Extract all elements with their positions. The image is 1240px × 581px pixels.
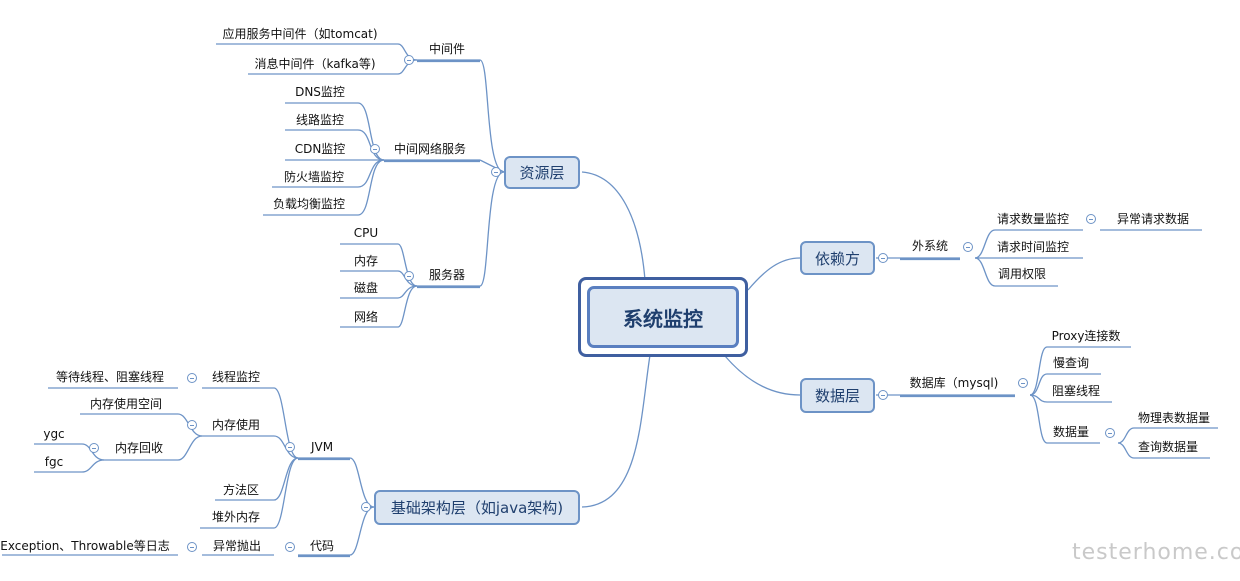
node-req-count[interactable]: 请求数量监控 <box>996 212 1070 226</box>
node-proxy[interactable]: Proxy连接数 <box>1051 329 1121 343</box>
collapse-reqcount-button[interactable] <box>1086 214 1096 224</box>
node-abnormal-req[interactable]: 异常请求数据 <box>1116 212 1190 226</box>
branch-dependency[interactable]: 依赖方 <box>800 241 875 275</box>
node-fgc[interactable]: fgc <box>44 455 64 469</box>
node-ygc[interactable]: ygc <box>43 427 65 441</box>
node-slow-query[interactable]: 慢查询 <box>1052 356 1090 370</box>
node-mem[interactable]: 内存 <box>353 254 379 268</box>
node-req-time[interactable]: 请求时间监控 <box>996 240 1070 254</box>
node-memory-space[interactable]: 内存使用空间 <box>89 397 163 411</box>
root-label: 系统监控 <box>587 286 739 348</box>
node-middleware[interactable]: 中间件 <box>428 42 466 56</box>
collapse-middleware-button[interactable] <box>404 55 414 65</box>
collapse-gc-button[interactable] <box>89 443 99 453</box>
node-cpu[interactable]: CPU <box>353 226 379 240</box>
node-physical-volume[interactable]: 物理表数据量 <box>1137 411 1211 425</box>
node-thread[interactable]: 线程监控 <box>211 370 261 384</box>
collapse-resource-button[interactable] <box>491 167 501 177</box>
node-network[interactable]: 中间网络服务 <box>393 142 467 156</box>
node-cdn[interactable]: CDN监控 <box>294 142 346 156</box>
collapse-exception-button[interactable] <box>187 542 197 552</box>
branch-resource[interactable]: 资源层 <box>504 156 580 189</box>
node-firewall[interactable]: 防火墙监控 <box>283 170 345 184</box>
node-method-area[interactable]: 方法区 <box>222 483 260 497</box>
node-memory[interactable]: 内存使用 <box>211 418 261 432</box>
node-net[interactable]: 网络 <box>353 310 379 324</box>
node-app-middleware[interactable]: 应用服务中间件（如tomcat) <box>222 27 378 41</box>
node-db[interactable]: 数据库（mysql) <box>909 376 999 390</box>
node-line[interactable]: 线路监控 <box>295 113 345 127</box>
collapse-dependency-button[interactable] <box>878 253 888 263</box>
node-exception-child[interactable]: Exception、Throwable等日志 <box>0 539 170 553</box>
collapse-server-button[interactable] <box>404 271 414 281</box>
collapse-data-button[interactable] <box>878 390 888 400</box>
node-gc[interactable]: 内存回收 <box>114 441 164 455</box>
collapse-code-button[interactable] <box>285 542 295 552</box>
node-exception[interactable]: 异常抛出 <box>212 539 262 553</box>
node-offheap[interactable]: 堆外内存 <box>211 510 261 524</box>
node-lb[interactable]: 负载均衡监控 <box>272 197 346 211</box>
node-external[interactable]: 外系统 <box>911 239 949 253</box>
collapse-external-button[interactable] <box>963 242 973 252</box>
collapse-network-button[interactable] <box>370 144 380 154</box>
node-msg-middleware[interactable]: 消息中间件（kafka等) <box>254 57 376 71</box>
node-code[interactable]: 代码 <box>309 539 335 553</box>
collapse-db-button[interactable] <box>1018 378 1028 388</box>
collapse-memory-button[interactable] <box>187 420 197 430</box>
node-volume[interactable]: 数据量 <box>1052 425 1090 439</box>
node-blocked-thread[interactable]: 阻塞线程 <box>1051 384 1101 398</box>
node-disk[interactable]: 磁盘 <box>353 281 379 295</box>
root-node[interactable]: 系统监控 <box>578 277 748 357</box>
collapse-infra-button[interactable] <box>361 502 371 512</box>
collapse-volume-button[interactable] <box>1105 428 1115 438</box>
node-query-volume[interactable]: 查询数据量 <box>1137 440 1199 454</box>
node-jvm[interactable]: JVM <box>310 440 334 454</box>
collapse-thread-button[interactable] <box>187 373 197 383</box>
node-dns[interactable]: DNS监控 <box>295 85 345 99</box>
collapse-jvm-button[interactable] <box>285 442 295 452</box>
branch-infra[interactable]: 基础架构层（如java架构) <box>374 490 580 525</box>
branch-data[interactable]: 数据层 <box>800 378 875 413</box>
node-permission[interactable]: 调用权限 <box>997 267 1047 281</box>
watermark: testerhome.com <box>1072 540 1240 565</box>
node-server[interactable]: 服务器 <box>428 268 466 282</box>
node-thread-child[interactable]: 等待线程、阻塞线程 <box>55 370 165 384</box>
